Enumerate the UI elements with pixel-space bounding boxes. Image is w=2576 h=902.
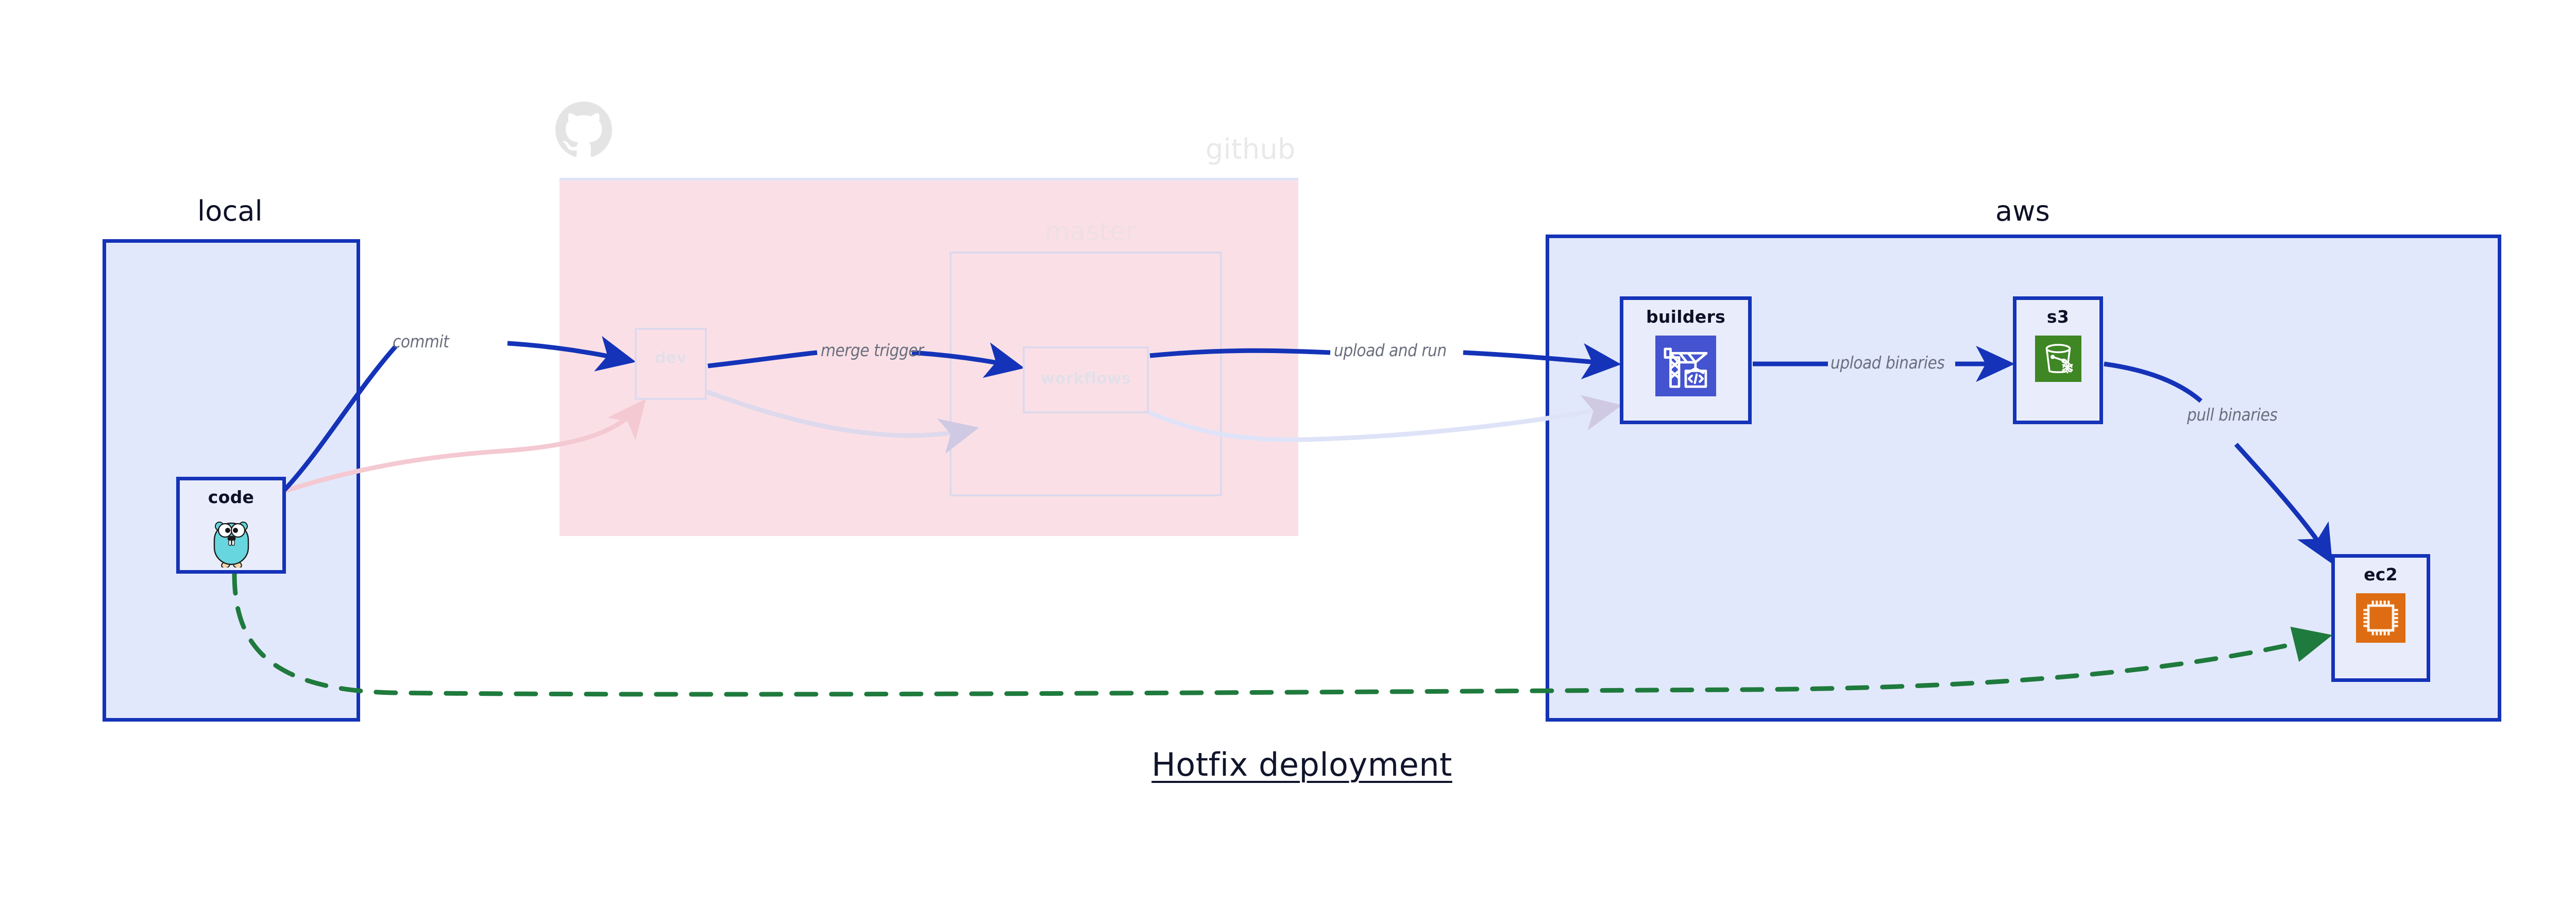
ec2-chip-icon [2356,593,2405,645]
edge-label-pull-binaries: pull binaries [2187,405,2278,425]
edge-label-merge: merge trigger [821,340,924,360]
node-s3[interactable]: s3 [2013,296,2103,424]
node-workflows[interactable]: workflows [1023,346,1149,413]
s3-glacier-icon [2035,336,2081,384]
gopher-icon [209,516,253,570]
diagram-title: Hotfix deployment [1151,746,1452,783]
codebuild-icon [1655,336,1716,398]
edge-label-upload-binaries: upload binaries [1831,353,1945,373]
node-code-label: code [208,487,255,507]
node-builders-label: builders [1646,307,1726,327]
github-octocat-icon [555,102,612,157]
edge-label-commit: commit [393,331,449,352]
group-label-master: master [1045,216,1137,246]
node-dev[interactable]: dev [635,328,707,400]
group-label-github: github [1206,133,1296,165]
node-ec2[interactable]: ec2 [2331,554,2430,682]
node-s3-label: s3 [2046,307,2070,327]
edge-label-upload-run: upload and run [1334,340,1447,360]
node-code[interactable]: code [176,477,286,574]
node-workflows-label: workflows [1040,370,1131,388]
group-label-local: local [197,195,263,227]
group-github-master-box [950,252,1222,496]
node-ec2-label: ec2 [2364,564,2398,584]
node-builders[interactable]: builders [1620,296,1752,424]
group-label-aws: aws [1995,195,2050,227]
node-dev-label: dev [654,349,687,367]
